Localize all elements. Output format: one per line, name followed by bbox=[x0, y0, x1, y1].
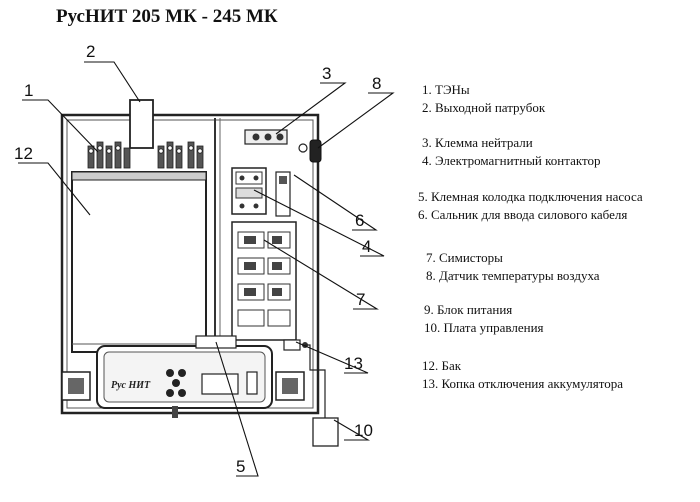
legend-item-8: 8. Датчик температуры воздуха bbox=[426, 268, 600, 283]
heating-elements bbox=[87, 141, 204, 169]
sensor-cable bbox=[305, 344, 326, 418]
legend-item-1: 1. ТЭНы bbox=[422, 82, 470, 97]
legend-item-13: 13. Копка отключения аккумулятора bbox=[422, 376, 624, 391]
power-switch bbox=[246, 371, 258, 395]
callout-2: 2 bbox=[86, 42, 95, 61]
callout-3: 3 bbox=[322, 64, 331, 83]
callout-4: 4 bbox=[362, 237, 371, 256]
legend-item-5: 5. Клемная колодка подключения насоса bbox=[418, 189, 643, 204]
callout-10: 5 bbox=[236, 457, 245, 476]
legend-item-6: 6. Сальник для ввода силового кабеля bbox=[418, 207, 628, 222]
control-buttons bbox=[166, 369, 186, 397]
legend-item-7: 7. Симисторы bbox=[426, 250, 503, 265]
display-screen bbox=[201, 373, 239, 395]
callout-5: 6 bbox=[355, 211, 364, 230]
legend-item-3: 3. Клемма нейтрали bbox=[422, 135, 533, 150]
air-temperature-sensor bbox=[312, 417, 339, 447]
callout-7: 7 bbox=[356, 290, 365, 309]
tank bbox=[71, 171, 207, 353]
outlet-pipe bbox=[129, 99, 154, 149]
callout-8: 10 bbox=[354, 421, 373, 440]
callout-1: 1 bbox=[24, 81, 33, 100]
callout-12: 12 bbox=[14, 144, 33, 163]
battery-button bbox=[283, 339, 301, 351]
cable-gland bbox=[309, 139, 322, 163]
device-logo: Рус НИТ bbox=[111, 380, 151, 391]
diagram-title: РусНИТ 205 МК - 245 МК bbox=[56, 6, 278, 27]
legend-item-10: 10. Плата управления bbox=[424, 320, 544, 335]
legend-item-12: 12. Бак bbox=[422, 358, 462, 373]
legend-item-9: 9. Блок питания bbox=[424, 302, 513, 317]
legend-item-2: 2. Выходной патрубок bbox=[422, 100, 546, 115]
callout-6: 8 bbox=[372, 74, 381, 93]
callout-13: 13 bbox=[344, 354, 363, 373]
legend-item-4: 4. Электромагнитный контактор bbox=[422, 153, 601, 168]
